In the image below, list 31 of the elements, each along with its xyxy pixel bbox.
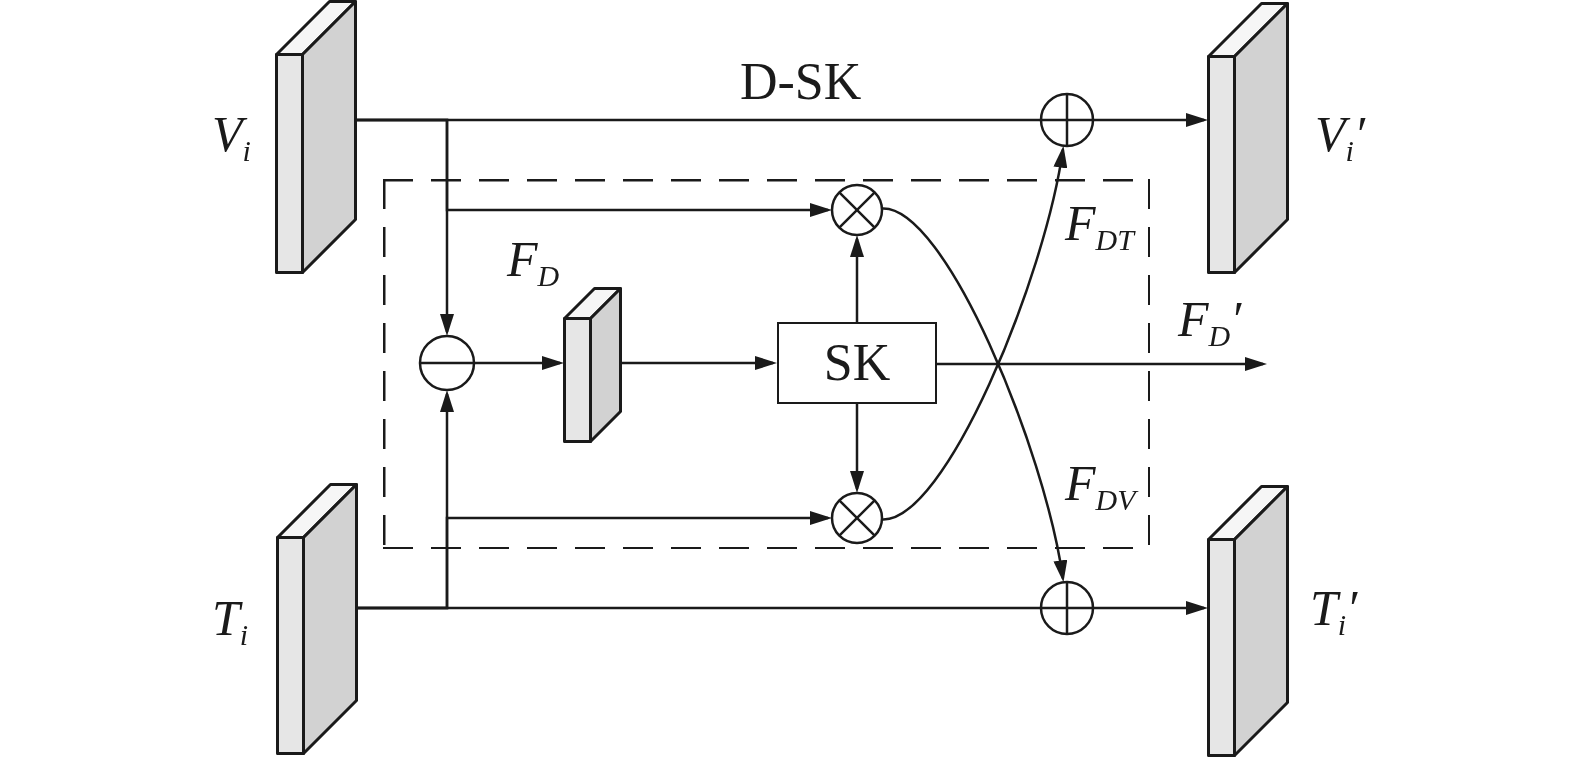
- edge-label: F$_{D}$′: [1178, 294, 1242, 351]
- feature-map-block: [1206, 1, 1289, 274]
- circled-times-symbol: [830, 491, 884, 545]
- arrow: [356, 511, 832, 610]
- circled-minus-symbol: [418, 334, 476, 392]
- arrow: [474, 356, 564, 370]
- arrow: [850, 404, 864, 493]
- curved-arrow: [881, 145, 1067, 521]
- arrow: [355, 118, 832, 217]
- dashed-module-frame: [383, 179, 1150, 549]
- variable-label: T$_{i}$: [212, 593, 249, 650]
- curved-arrow: [881, 207, 1067, 583]
- arrow: [1093, 113, 1208, 127]
- variable-label: V$_{i}$: [212, 109, 251, 166]
- arrow: [937, 357, 1267, 371]
- module-label: D-SK: [740, 56, 862, 108]
- circled-times-symbol: [830, 183, 884, 237]
- process-box: SK: [777, 322, 937, 404]
- feature-map-block: [1206, 484, 1289, 757]
- variable-label: T$_{i}$′: [1310, 583, 1358, 640]
- arrow: [620, 356, 777, 370]
- arrow: [1093, 601, 1208, 615]
- circled-plus-symbol: [1039, 92, 1095, 148]
- feature-map-block: [275, 482, 358, 755]
- edge-label: F$_{DT}$: [1065, 198, 1134, 255]
- variable-label: V$_{i}$′: [1315, 109, 1365, 166]
- feature-map-block: [562, 286, 622, 443]
- feature-map-block: [274, 0, 357, 274]
- arrow: [850, 235, 864, 322]
- circled-plus-symbol: [1039, 580, 1095, 636]
- variable-label: F$_{D}$: [507, 234, 560, 291]
